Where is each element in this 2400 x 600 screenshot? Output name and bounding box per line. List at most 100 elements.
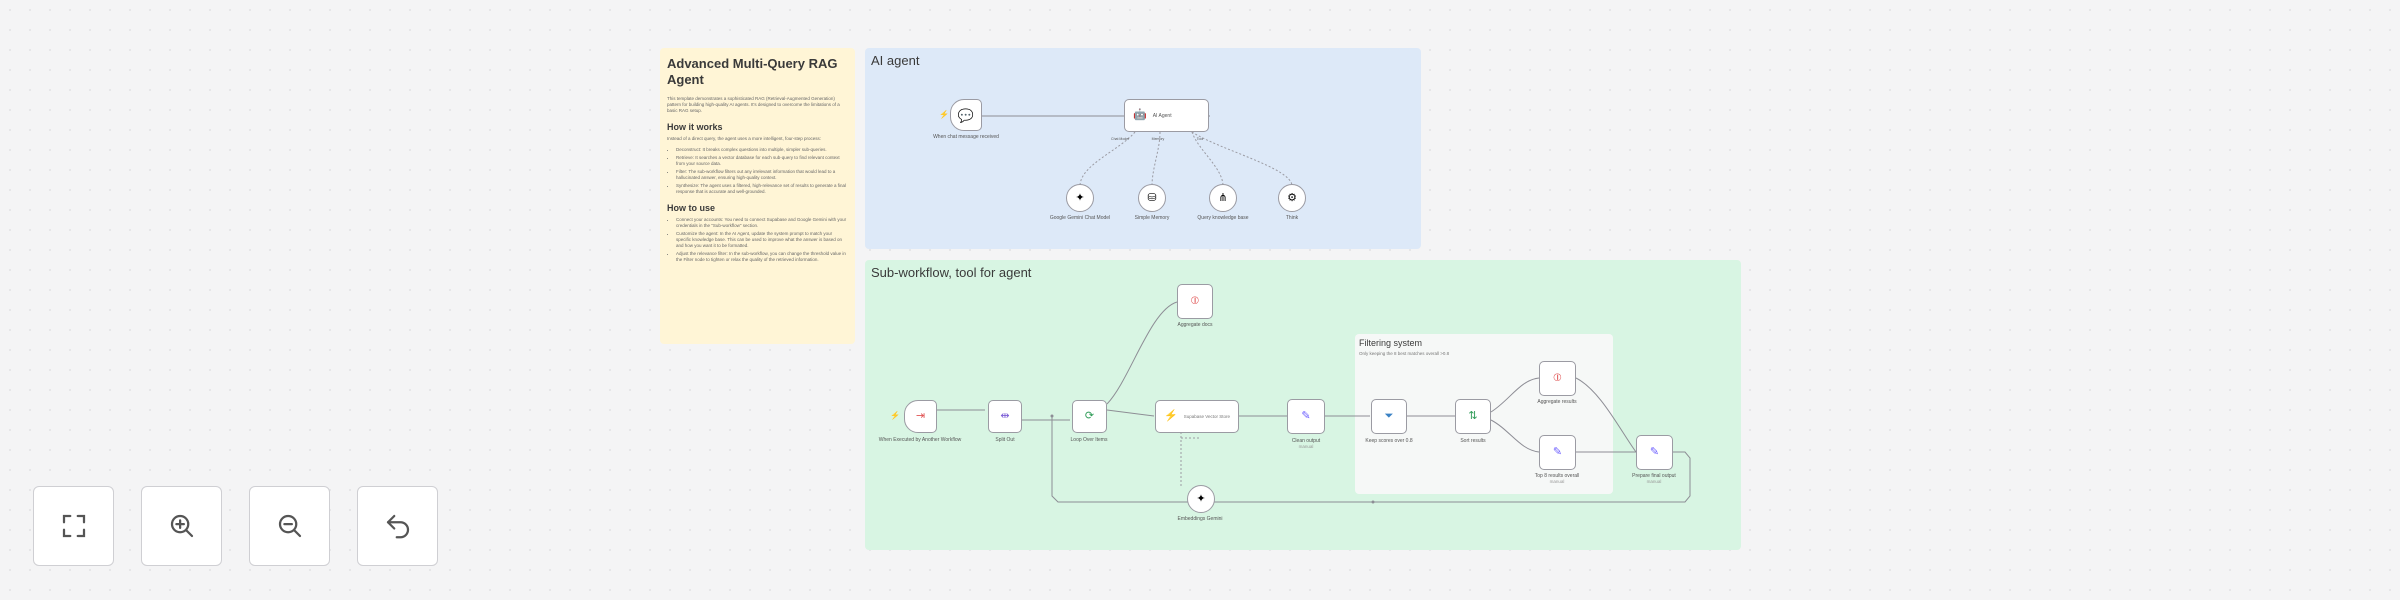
node-label: Aggregate docs <box>1177 322 1213 328</box>
list-item: Retrieve: It searches a vector database … <box>676 155 848 167</box>
list-item: Connect your accounts: You need to conne… <box>676 217 848 229</box>
gemini-chat-model-node[interactable]: ✦ <box>1066 184 1094 212</box>
list-item: Adjust the relevance filter: In the sub-… <box>676 251 848 263</box>
node-subtitle: manual <box>1298 444 1314 449</box>
wire-subnode <box>1151 131 1161 187</box>
node-subtitle: manual <box>1646 479 1662 484</box>
node-title: Supabase Vector Store <box>1183 413 1230 419</box>
node-label: Aggregate results <box>1537 399 1577 405</box>
supabase-icon: ⚡ <box>1164 410 1178 422</box>
database-icon: ⛁ <box>1147 191 1157 204</box>
aggregate-results-node[interactable]: ⦶ <box>1539 361 1576 396</box>
wire-subnode <box>1191 131 1293 187</box>
embeddings-gemini-node[interactable]: ✦ <box>1187 485 1215 513</box>
undo-button[interactable] <box>357 486 438 566</box>
fullscreen-icon <box>62 514 85 538</box>
node-label: When chat message received <box>933 134 999 140</box>
gemini-icon: ✦ <box>1196 492 1206 505</box>
wrench-icon: ⚙ <box>1287 191 1297 204</box>
enter-icon: ⇥ <box>915 410 926 422</box>
aggregate-icon: ⦶ <box>1553 372 1562 384</box>
section-ai-agent[interactable]: AI agent <box>865 48 1421 249</box>
wire <box>1106 409 1155 417</box>
node-title: Top 8 results overall <box>1534 473 1580 479</box>
pencil-icon: ✎ <box>1552 446 1563 458</box>
zoom-in-button[interactable] <box>141 486 222 566</box>
node-label: Google Gemini Chat Model <box>1049 215 1111 221</box>
sort-results-node[interactable]: ⇅ <box>1455 399 1491 434</box>
supabase-vector-store-node[interactable]: ⚡ Supabase Vector Store <box>1155 400 1239 433</box>
wire <box>1490 377 1540 413</box>
port-label: Chat Model <box>1111 137 1129 141</box>
note-how-heading: How it works <box>667 122 723 132</box>
top-results-node[interactable]: ✎ <box>1539 435 1576 470</box>
node-title: AI Agent <box>1152 112 1172 119</box>
note-title: Advanced Multi-Query RAG Agent <box>667 56 838 87</box>
node-title: Prepare final output <box>1632 473 1676 479</box>
clean-output-node[interactable]: ✎ <box>1287 399 1325 434</box>
filter-icon: ⏷ <box>1384 410 1394 422</box>
robot-icon: 🤖 <box>1133 109 1147 121</box>
note-use-list: Connect your accounts: You need to conne… <box>667 217 848 263</box>
node-label: Prepare final output manual <box>1609 473 1699 485</box>
node-label: Think <box>1285 215 1299 221</box>
wire-subnode <box>1079 131 1136 187</box>
zoom-out-button[interactable] <box>249 486 330 566</box>
zoom-in-icon <box>170 514 193 538</box>
note-intro: This template demonstrates a sophisticat… <box>667 96 840 113</box>
node-label: Top 8 results overall manual <box>1512 473 1602 485</box>
aggregate-icon: ⦶ <box>1191 295 1199 307</box>
node-label: When Executed by Another Workflow <box>878 437 962 443</box>
gemini-icon: ✦ <box>1075 191 1085 204</box>
section-title: Sub-workflow, tool for agent <box>871 265 1032 280</box>
list-item: Deconstruct: It breaks complex questions… <box>676 147 848 153</box>
note-use-heading: How to use <box>667 203 716 213</box>
sort-icon: ⇅ <box>1468 410 1478 422</box>
node-label: Keep scores over 0.8 <box>1365 438 1413 444</box>
node-title: Clean output <box>1291 438 1321 444</box>
node-label: Sort results <box>1460 438 1486 444</box>
query-knowledge-base-node[interactable]: ⋔ <box>1209 184 1237 212</box>
chat-icon: 💬 <box>957 107 975 123</box>
section-title: Filtering system <box>1359 338 1423 348</box>
loop-icon: ⟳ <box>1084 410 1095 422</box>
trigger-bolt-icon: ⚡ <box>890 411 900 420</box>
prepare-final-output-node[interactable]: ✎ <box>1636 435 1673 470</box>
simple-memory-node[interactable]: ⛁ <box>1138 184 1166 212</box>
keep-scores-filter-node[interactable]: ⏷ <box>1371 399 1407 434</box>
chat-trigger-node[interactable]: 💬 <box>950 99 982 131</box>
node-label: Embeddings Gemini <box>1177 516 1223 522</box>
node-label: Query knowledge base <box>1197 215 1249 221</box>
note-how-list: Deconstruct: It breaks complex questions… <box>667 147 848 195</box>
ai-agent-node[interactable]: 🤖 AI Agent <box>1124 99 1209 132</box>
node-label: Loop Over Items <box>1070 437 1108 443</box>
section-title: AI agent <box>871 53 920 68</box>
aggregate-docs-node[interactable]: ⦶ <box>1177 284 1213 319</box>
trigger-bolt-icon: ⚡ <box>939 110 949 119</box>
list-item: Customize the agent: In the AI Agent, up… <box>676 231 848 249</box>
section-subtitle: Only keeping the 8 best matches overall … <box>1359 351 1450 356</box>
zoom-out-icon <box>278 514 301 538</box>
node-label: Simple Memory <box>1134 215 1170 221</box>
port-label: Memory <box>1151 137 1165 141</box>
split-out-node[interactable]: ⇹ <box>988 400 1022 433</box>
port-label: Tool <box>1196 137 1204 141</box>
node-subtitle: manual <box>1549 479 1565 484</box>
think-tool-node[interactable]: ⚙ <box>1278 184 1306 212</box>
loop-over-items-node[interactable]: ⟳ <box>1072 400 1107 433</box>
wire-subnode <box>1191 131 1224 187</box>
wire <box>1575 377 1637 453</box>
node-label: Split Out <box>995 437 1015 443</box>
fit-view-button[interactable] <box>33 486 114 566</box>
node-label: Clean output manual <box>1261 438 1351 450</box>
sticky-note-description[interactable]: Advanced Multi-Query RAG Agent This temp… <box>660 48 855 344</box>
pencil-icon: ✎ <box>1649 446 1660 458</box>
execute-workflow-trigger-node[interactable]: ⇥ <box>904 400 937 433</box>
note-how-intro: Instead of a direct query, the agent use… <box>667 136 822 141</box>
wire <box>1106 301 1178 405</box>
split-icon: ⇹ <box>1000 410 1010 422</box>
pencil-icon: ✎ <box>1301 410 1311 422</box>
undo-icon <box>386 514 409 539</box>
wire-loop-back <box>1051 416 1691 503</box>
